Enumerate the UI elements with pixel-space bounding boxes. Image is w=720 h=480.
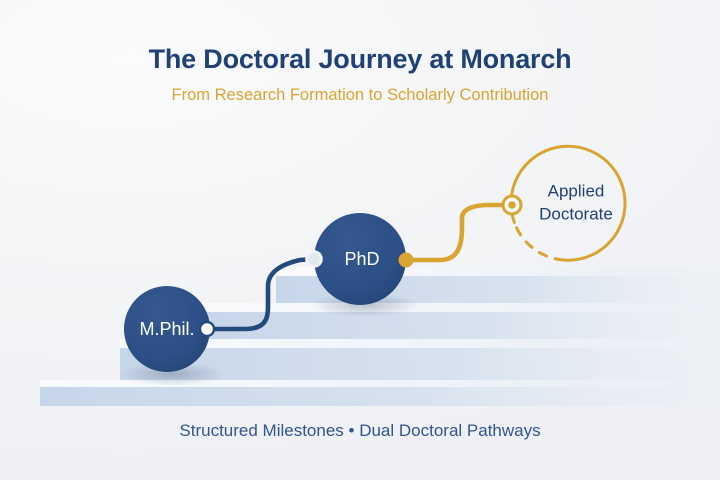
footer-caption: Structured Milestones • Dual Doctoral Pa… — [179, 421, 541, 440]
phd-in-dot[interactable] — [305, 250, 323, 268]
applied-doctorate-label-line2: Doctorate — [539, 204, 613, 223]
footer-block: Structured Milestones • Dual Doctoral Pa… — [0, 420, 720, 441]
applied-in-dot — [508, 201, 516, 209]
applied-doctorate-label-line1: Applied — [548, 181, 605, 200]
phd-label: PhD — [344, 249, 379, 269]
page-title: The Doctoral Journey at Monarch — [148, 44, 572, 74]
mphil-out-dot[interactable] — [198, 320, 216, 338]
phd-out-dot[interactable] — [398, 252, 414, 268]
connector-dots — [198, 194, 523, 338]
heading-block: The Doctoral Journey at Monarch From Res… — [0, 44, 720, 106]
phd-circle — [314, 213, 406, 305]
applied-doctorate-solid-arc — [509, 144, 627, 262]
applied-doctorate-dashed-arc — [512, 221, 565, 262]
mphil-label: M.Phil. — [139, 319, 194, 339]
mphil-shadow — [120, 362, 224, 386]
mphil-circle — [124, 286, 210, 372]
step-1 — [40, 380, 720, 406]
node-phd[interactable]: PhD — [314, 213, 406, 305]
node-mphil[interactable]: M.Phil. — [124, 286, 210, 372]
connector-phd-to-applied — [403, 202, 515, 263]
node-applied-doctorate[interactable]: Applied Doctorate — [509, 144, 627, 262]
staircase-steps — [40, 267, 720, 406]
connector-mphil-to-phd — [204, 256, 317, 332]
page-subtitle: From Research Formation to Scholarly Con… — [171, 85, 549, 104]
step-3 — [196, 303, 720, 339]
